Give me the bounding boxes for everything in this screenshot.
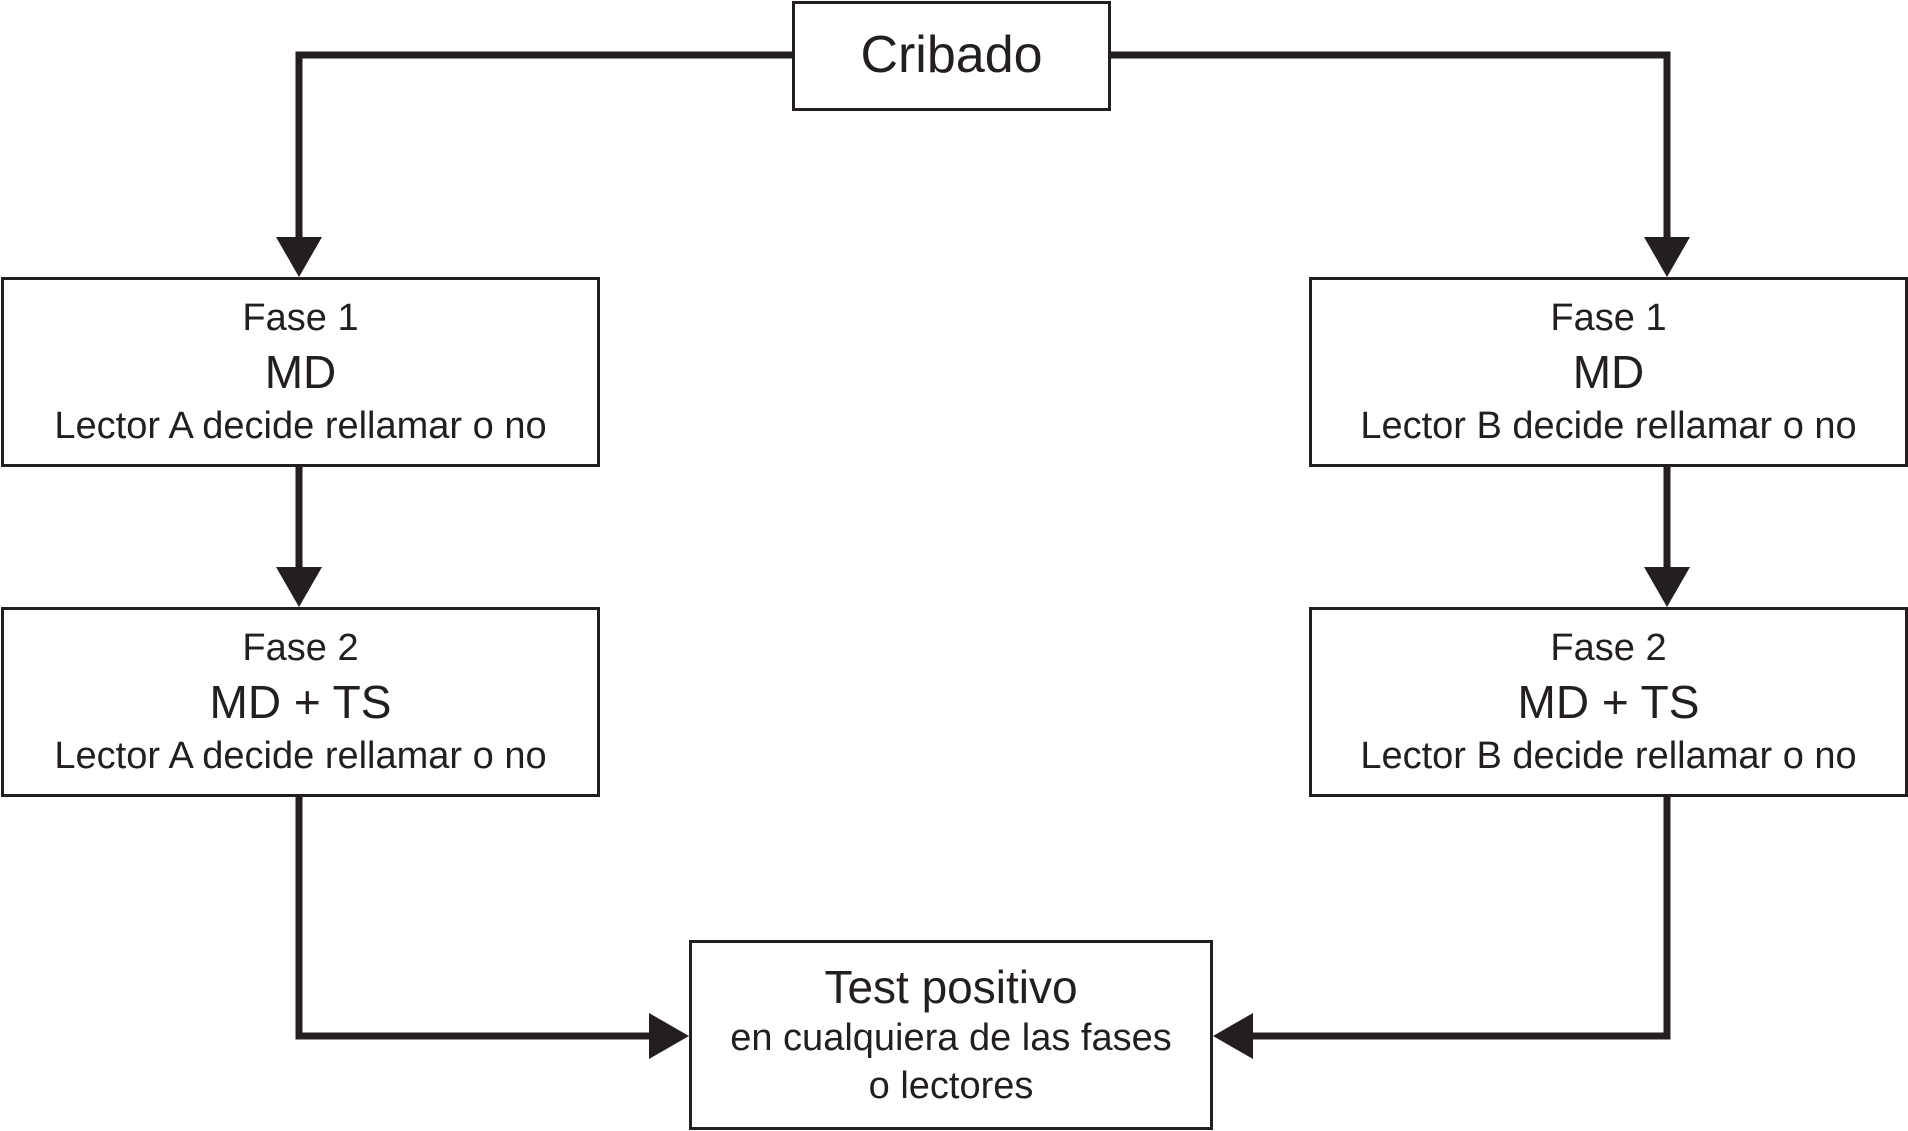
modality-label: MD + TS (209, 676, 392, 728)
cribado-box: Cribado (792, 1, 1111, 111)
decision-label: Lector A decide rellamar o no (54, 405, 547, 447)
arrowhead-down-reader-a (276, 237, 322, 277)
test-positive-box: Test positivo en cualquiera de las fases… (689, 940, 1213, 1130)
reader-b-phase1-box: Fase 1 MD Lector B decide rellamar o no (1309, 277, 1908, 467)
result-line-1: en cualquiera de las fases (730, 1017, 1172, 1059)
reader-a-phase2-box: Fase 2 MD + TS Lector A decide rellamar … (1, 607, 600, 797)
modality-label: MD (264, 346, 337, 398)
decision-label: Lector A decide rellamar o no (54, 735, 547, 777)
result-title: Test positivo (824, 961, 1078, 1013)
phase-label: Fase 2 (1550, 627, 1667, 669)
connector-b-phase2-to-result (1250, 797, 1671, 1040)
phase-label: Fase 1 (1550, 297, 1667, 339)
arrowhead-down-a-phase2 (276, 567, 322, 607)
arrowhead-right-result (649, 1013, 689, 1059)
decision-label: Lector B decide rellamar o no (1360, 405, 1857, 447)
connector-a-phase2-to-result (295, 797, 650, 1040)
arrowhead-left-result (1213, 1013, 1253, 1059)
connector-cribado-to-reader-b (1111, 51, 1671, 245)
modality-label: MD + TS (1517, 676, 1700, 728)
decision-label: Lector B decide rellamar o no (1360, 735, 1857, 777)
result-line-2: o lectores (868, 1065, 1034, 1107)
phase-label: Fase 2 (242, 627, 359, 669)
reader-a-phase1-box: Fase 1 MD Lector A decide rellamar o no (1, 277, 600, 467)
reader-b-phase2-box: Fase 2 MD + TS Lector B decide rellamar … (1309, 607, 1908, 797)
phase-label: Fase 1 (242, 297, 359, 339)
arrowhead-down-reader-b (1644, 237, 1690, 277)
connector-cribado-to-reader-a (295, 51, 792, 245)
cribado-label: Cribado (860, 26, 1043, 85)
modality-label: MD (1572, 346, 1645, 398)
arrowhead-down-b-phase2 (1644, 567, 1690, 607)
